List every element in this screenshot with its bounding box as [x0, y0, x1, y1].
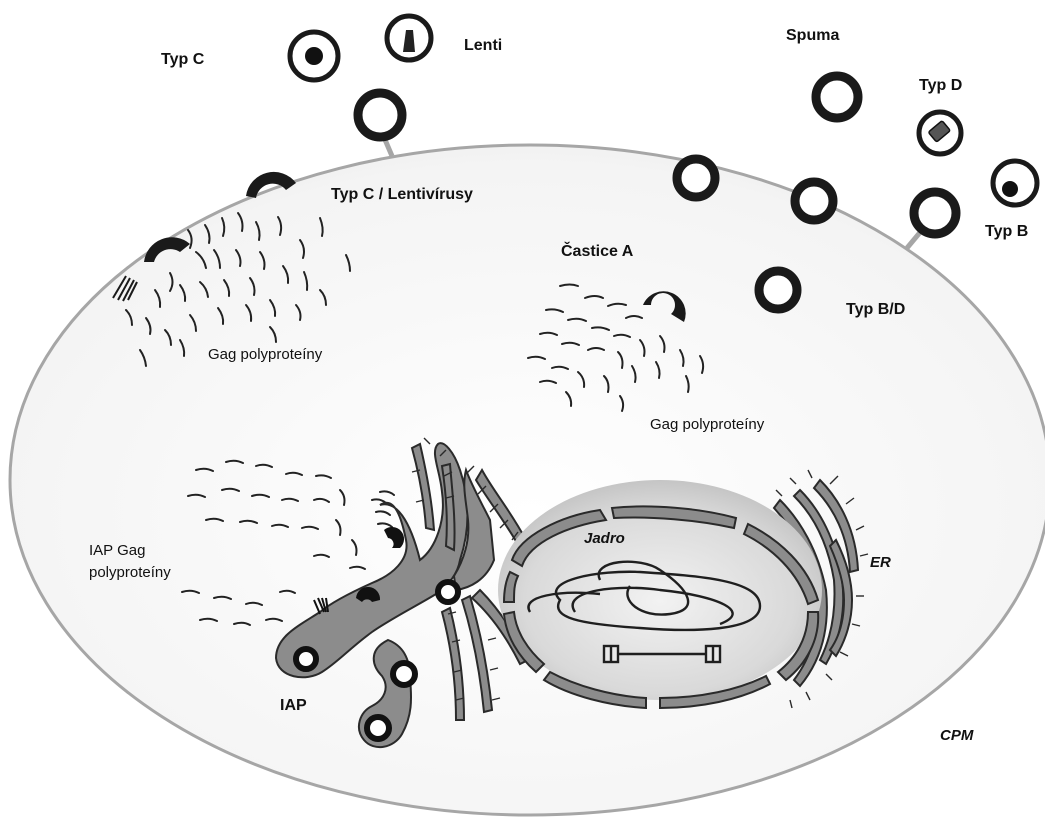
particle-lenti-free — [387, 16, 431, 60]
particle-budding-right — [907, 192, 956, 248]
label-gag-left: Gag polyproteíny — [208, 346, 323, 363]
label-iap-gag-line2: polyproteíny — [89, 564, 171, 581]
label-typ-bd: Typ B/D — [846, 301, 905, 318]
label-castice-a: Častice A — [561, 241, 634, 260]
label-spuma: Spuma — [786, 27, 839, 44]
label-iap-gag-line1: IAP Gag — [89, 542, 145, 559]
label-lenti: Lenti — [464, 37, 502, 54]
er-particle-4 — [367, 717, 389, 739]
particle-typ-d-free — [919, 112, 961, 154]
particle-budding-top — [358, 93, 402, 156]
particle-typ-c-free — [290, 32, 338, 80]
er-particle-1 — [438, 582, 458, 602]
particle-spuma — [816, 76, 858, 118]
label-typ-c-lentivirusy: Typ C / Lentivírusy — [331, 186, 473, 203]
label-cpm: CPM — [940, 727, 974, 744]
label-typ-d: Typ D — [919, 77, 962, 94]
label-jadro: Jadro — [584, 530, 625, 547]
label-typ-c: Typ C — [161, 51, 205, 68]
label-iap: IAP — [280, 697, 307, 714]
er-particle-2 — [296, 649, 316, 669]
er-particle-3 — [393, 663, 415, 685]
particle-typ-b-free — [993, 161, 1037, 205]
label-typ-b: Typ B — [985, 223, 1028, 240]
label-gag-center: Gag polyproteíny — [650, 416, 765, 433]
particle-typ-bd — [759, 271, 797, 309]
label-er: ER — [870, 554, 891, 571]
